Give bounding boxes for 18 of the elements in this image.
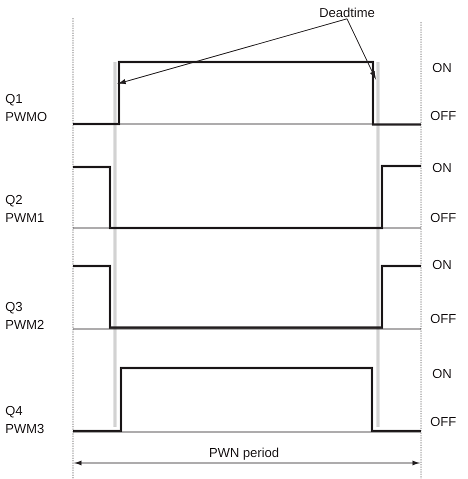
deadtime-band <box>376 62 380 427</box>
state-label: OFF <box>430 212 456 222</box>
deadtime-band <box>113 62 117 427</box>
leader-arrow <box>118 18 348 84</box>
state-label: ON <box>432 260 451 270</box>
state-label: OFF <box>430 416 456 426</box>
signal-label: Q4 PWM3 <box>6 406 44 434</box>
signal-label: Q3 PWM2 <box>6 302 44 329</box>
dimension-label: PWN period <box>210 448 278 460</box>
state-label: OFF <box>430 110 456 120</box>
leader-arrow <box>346 18 376 78</box>
state-label: OFF <box>430 314 456 324</box>
signal-label: Q2 PWM1 <box>6 194 44 222</box>
signal-label: Q1 PWMO <box>6 94 46 122</box>
state-label: ON <box>432 368 451 378</box>
callout-label: Deadtime <box>320 8 374 18</box>
state-label: ON <box>432 62 451 72</box>
state-label: ON <box>432 162 451 172</box>
